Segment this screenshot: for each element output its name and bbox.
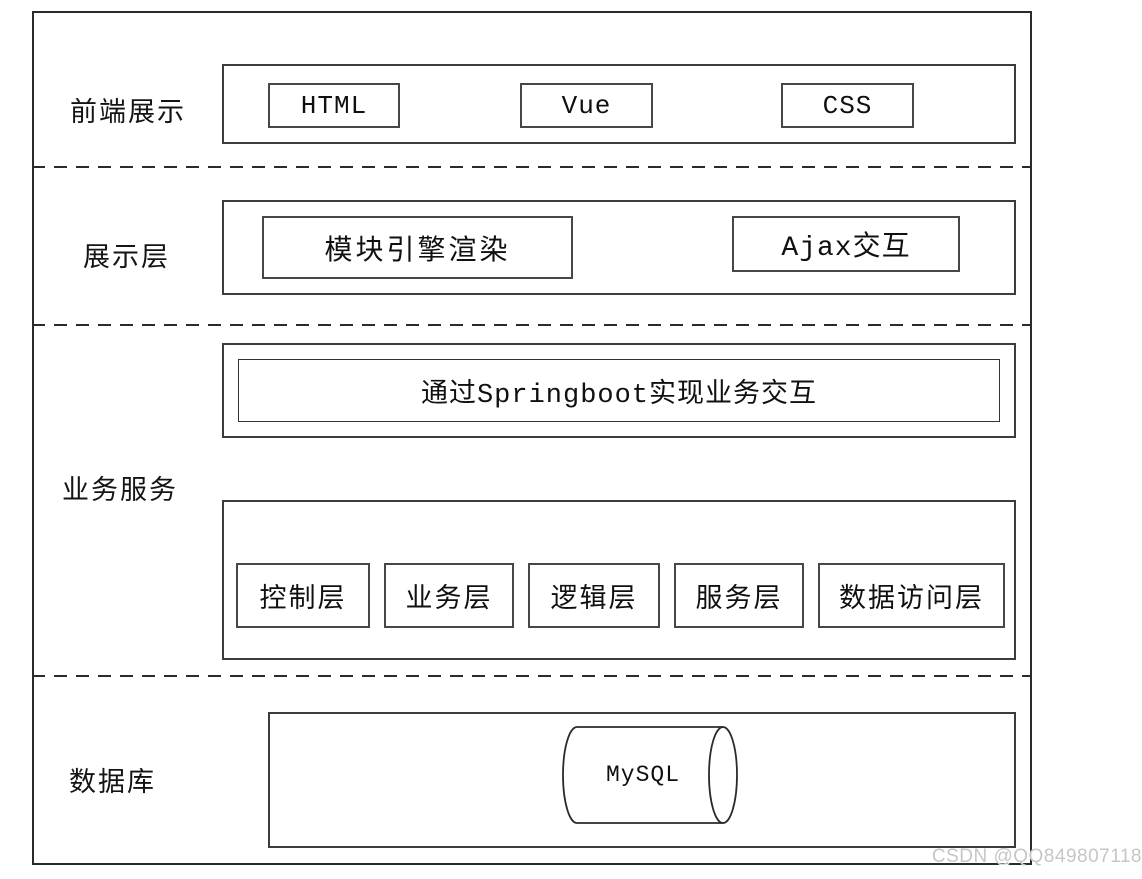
- node-control-layer: 控制层: [236, 563, 370, 628]
- node-ajax-interaction: Ajax交互: [732, 216, 960, 272]
- watermark: CSDN @QQ849807118: [931, 846, 1142, 867]
- layer-label-frontend: 前端展示: [70, 100, 186, 130]
- layer-separator-2: [32, 324, 1032, 326]
- node-html: HTML: [268, 83, 400, 128]
- node-service-layer: 服务层: [674, 563, 804, 628]
- database-cylinder-icon: [562, 726, 738, 824]
- node-template-engine-render: 模块引擎渲染: [262, 216, 573, 279]
- layer-separator-1: [32, 166, 1032, 168]
- layer-label-business: 业务服务: [62, 478, 178, 508]
- node-springboot-banner: 通过Springboot实现业务交互: [238, 359, 1000, 422]
- node-vue: Vue: [520, 83, 653, 128]
- node-data-access-layer: 数据访问层: [818, 563, 1005, 628]
- node-business-layer: 业务层: [384, 563, 514, 628]
- layer-label-database: 数据库: [69, 770, 156, 800]
- node-mysql: MySQL: [605, 762, 680, 788]
- layer-separator-3: [32, 675, 1032, 677]
- layer-label-presentation: 展示层: [83, 245, 170, 275]
- node-logic-layer: 逻辑层: [528, 563, 660, 628]
- node-css: CSS: [781, 83, 914, 128]
